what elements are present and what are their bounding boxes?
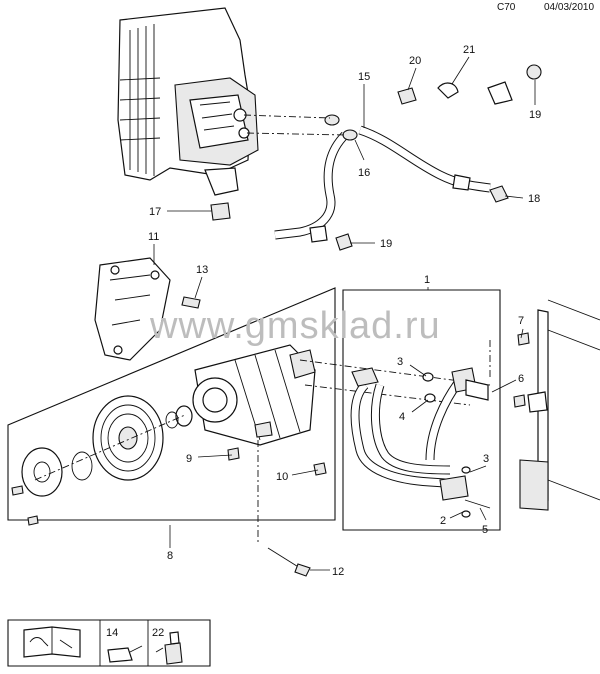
callout-8: 8	[167, 550, 173, 562]
oil-can-icon	[107, 645, 143, 663]
callout-3-lower: 3	[483, 453, 489, 465]
refrigerant-lines	[350, 367, 491, 509]
hvac-housing	[117, 7, 259, 196]
callout-11: 11	[148, 231, 159, 243]
callout-4: 4	[399, 411, 405, 423]
small-bolts	[11, 447, 327, 526]
bolt-13	[181, 296, 201, 309]
clamp-18	[489, 185, 509, 203]
clutch-plate	[21, 447, 93, 497]
connector-20	[397, 87, 417, 105]
leader-lines	[153, 56, 536, 571]
callout-19-bottom: 19	[380, 238, 392, 250]
callout-7: 7	[518, 315, 524, 327]
callout-21: 21	[463, 44, 475, 56]
clip-21	[437, 82, 459, 99]
long-bolt-12	[267, 547, 311, 577]
clamp-19-bottom	[335, 233, 353, 251]
seal-17	[210, 202, 231, 221]
clutch-ring	[165, 405, 193, 429]
callout-16: 16	[358, 167, 370, 179]
callout-2: 2	[440, 515, 446, 527]
frame-hose-assembly	[342, 289, 501, 531]
callout-9: 9	[186, 453, 192, 465]
compressor-bracket	[94, 257, 171, 361]
page-date: 04/03/2010	[544, 2, 595, 13]
legend-number-14: 14	[106, 627, 118, 639]
callout-3-upper: 3	[397, 356, 403, 368]
callouts: 15 16 20 21 19 18 17 19 11 13 1 7 3 6 4 …	[148, 44, 541, 578]
callout-15: 15	[358, 71, 370, 83]
sealant-bottle-icon	[155, 631, 183, 665]
legend-number-22: 22	[152, 627, 164, 639]
condenser	[513, 299, 600, 511]
hose-assembly-15-16	[274, 81, 513, 243]
callout-17: 17	[149, 206, 161, 218]
clamp-19-top	[526, 64, 542, 80]
o-rings	[422, 372, 471, 518]
legend-frame	[7, 619, 211, 667]
callout-1: 1	[424, 274, 430, 286]
callout-12: 12	[332, 566, 344, 578]
manual-wrench-icon	[23, 626, 81, 658]
ac-compressor	[192, 344, 316, 446]
pulley-assembly	[92, 395, 164, 481]
callout-18: 18	[528, 193, 540, 205]
callout-20: 20	[409, 55, 421, 67]
callout-5: 5	[482, 524, 488, 536]
callout-10: 10	[276, 471, 288, 483]
watermark: www.gmsklad.ru	[149, 305, 441, 347]
page-code: C70	[497, 2, 516, 13]
frame-compressor-assembly	[7, 287, 336, 521]
callout-6: 6	[518, 373, 524, 385]
callout-13: 13	[196, 264, 208, 276]
callout-19-top: 19	[529, 109, 541, 121]
legend: 14 22	[23, 626, 183, 665]
